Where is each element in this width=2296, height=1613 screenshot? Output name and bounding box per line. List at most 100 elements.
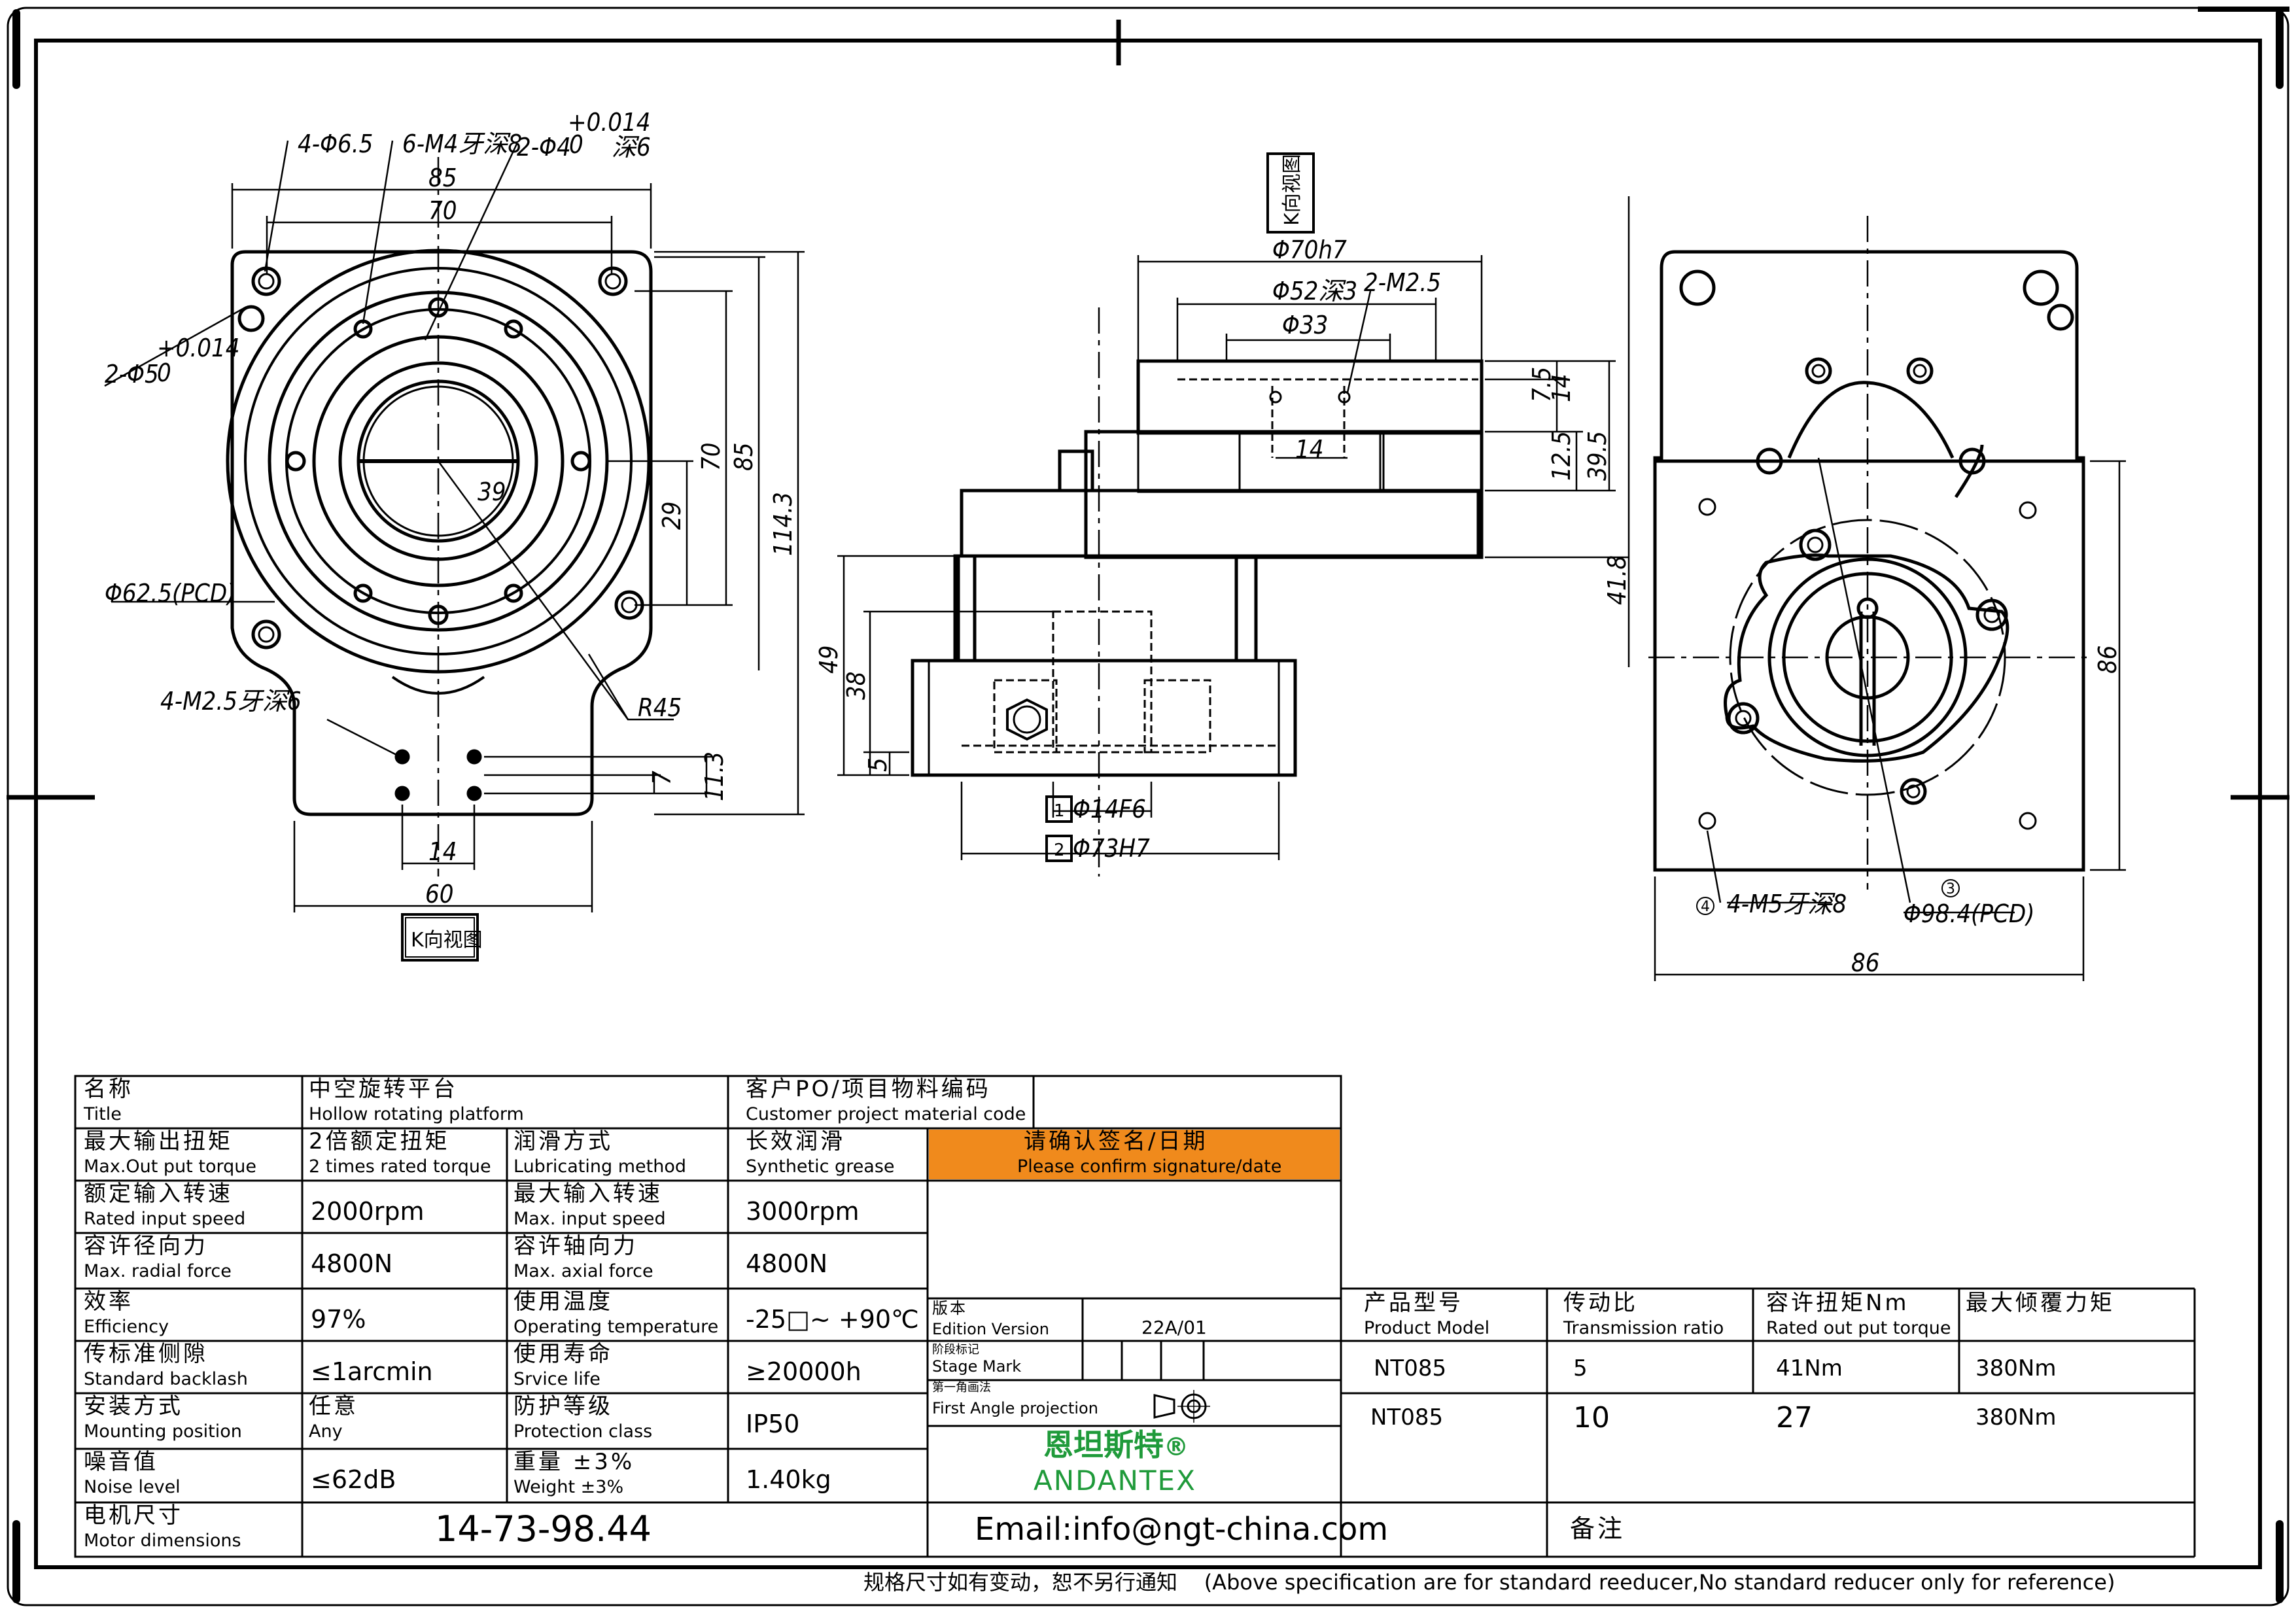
svg-text:3: 3 bbox=[1946, 881, 1955, 897]
edition-value: 22A/01 bbox=[1141, 1317, 1207, 1338]
svg-text:7: 7 bbox=[648, 771, 676, 785]
svg-text:R45: R45 bbox=[638, 693, 682, 722]
spec-label-en: Max. input speed bbox=[513, 1209, 666, 1229]
spec-label-en: Lubricating method bbox=[513, 1156, 687, 1177]
svg-text:K向视图: K向视图 bbox=[411, 929, 483, 952]
spec-value: -25□~ +90℃ bbox=[746, 1305, 919, 1334]
model-cell: 380Nm bbox=[1975, 1404, 2057, 1431]
spec-label-zh: 重量 ±3% bbox=[513, 1449, 635, 1475]
spec-value: 任意 bbox=[309, 1393, 358, 1419]
svg-text:49: 49 bbox=[814, 646, 843, 674]
spec-label-zh: 容许径向力 bbox=[84, 1233, 208, 1259]
right-view-dimensions bbox=[1648, 216, 2126, 981]
right-view bbox=[1653, 250, 2085, 872]
svg-text:86: 86 bbox=[2093, 646, 2122, 674]
model-header-en: Product Model bbox=[1364, 1318, 1490, 1338]
svg-text:+0.014: +0.014 bbox=[568, 108, 651, 137]
spec-label-zh: 最大输入转速 bbox=[513, 1181, 663, 1207]
svg-text:Φ98.4(PCD): Φ98.4(PCD) bbox=[1904, 899, 2035, 928]
spec-label-en: Protection class bbox=[513, 1421, 653, 1442]
spec-label-zh: 安装方式 bbox=[84, 1393, 183, 1419]
svg-text:1: 1 bbox=[1054, 801, 1065, 821]
spec-label-zh: 传标准侧隙 bbox=[84, 1341, 208, 1367]
top-view bbox=[226, 249, 653, 816]
title-label-en: Title bbox=[84, 1104, 122, 1124]
svg-text:4: 4 bbox=[1701, 899, 1710, 915]
customer-label-en: Customer project material code bbox=[746, 1104, 1026, 1124]
footer-disclaimer: 规格尺寸如有变动，恕不另行通知 (Above specification are… bbox=[863, 1570, 2115, 1595]
model-cell: 27 bbox=[1776, 1401, 1813, 1434]
spec-value: ≥20000h bbox=[746, 1357, 861, 1386]
spec-value: 3000rpm bbox=[746, 1197, 860, 1226]
model-header-en: Transmission ratio bbox=[1563, 1318, 1724, 1338]
model-header-en: Rated out put torque bbox=[1766, 1318, 1951, 1338]
edition-label-zh: 版本 bbox=[932, 1299, 967, 1317]
confirm-band bbox=[929, 1130, 1340, 1179]
svg-text:0: 0 bbox=[157, 358, 171, 387]
svg-text:14: 14 bbox=[428, 837, 457, 866]
spec-value: 2倍额定扭矩 bbox=[309, 1128, 450, 1154]
svg-text:K向视图: K向视图 bbox=[1281, 154, 1304, 226]
svg-text:70: 70 bbox=[428, 196, 457, 225]
spec-value: IP50 bbox=[746, 1410, 800, 1438]
svg-text:2-M2.5: 2-M2.5 bbox=[1364, 268, 1441, 297]
title-label-zh: 名称 bbox=[84, 1076, 133, 1102]
contact-email: Email:info@ngt-china.com bbox=[975, 1511, 1389, 1548]
spec-label-en: Max. radial force bbox=[84, 1261, 232, 1281]
svg-text:4-M5牙深8: 4-M5牙深8 bbox=[1727, 890, 1847, 918]
motor-label-en: Motor dimensions bbox=[84, 1531, 241, 1551]
spec-label-en: Noise level bbox=[84, 1477, 181, 1497]
spec-label-zh: 防护等级 bbox=[513, 1393, 613, 1419]
side-view-dimensions bbox=[837, 152, 1630, 876]
svg-text:0: 0 bbox=[569, 130, 583, 159]
svg-text:Φ14F6: Φ14F6 bbox=[1073, 795, 1146, 824]
side-view bbox=[911, 359, 1484, 777]
model-cell: 380Nm bbox=[1975, 1355, 2057, 1381]
svg-text:39: 39 bbox=[478, 477, 506, 506]
spec-label-zh: 额定输入转速 bbox=[84, 1181, 233, 1207]
spec-label-en: Operating temperature bbox=[513, 1317, 719, 1337]
spec-label-en: Weight ±3% bbox=[513, 1477, 624, 1497]
motor-label-zh: 电机尺寸 bbox=[84, 1502, 183, 1529]
model-cell: 5 bbox=[1573, 1355, 1588, 1381]
title-value-en: Hollow rotating platform bbox=[309, 1104, 524, 1124]
svg-text:14: 14 bbox=[1295, 435, 1324, 464]
motor-dimensions-value: 14-73-98.44 bbox=[435, 1508, 652, 1550]
brand-logo-zh: 恩坦斯特® bbox=[1043, 1427, 1189, 1463]
svg-text:Φ62.5(PCD): Φ62.5(PCD) bbox=[105, 579, 236, 608]
svg-text:Φ52深3: Φ52深3 bbox=[1272, 277, 1357, 305]
svg-text:70: 70 bbox=[697, 443, 725, 472]
svg-text:+0.014: +0.014 bbox=[157, 334, 240, 362]
spec-value: 4800N bbox=[746, 1249, 828, 1278]
model-header-zh: 传动比 bbox=[1563, 1290, 1638, 1316]
model-cell: 10 bbox=[1573, 1401, 1610, 1434]
projection-label-en: First Angle projection bbox=[932, 1399, 1098, 1417]
svg-text:60: 60 bbox=[425, 880, 454, 909]
top-view-dimensions bbox=[104, 140, 805, 912]
spec-value-en: Synthetic grease bbox=[746, 1156, 895, 1177]
spec-value: ≤1arcmin bbox=[311, 1357, 433, 1386]
spec-label-zh: 噪音值 bbox=[84, 1449, 158, 1475]
svg-text:2-Φ5: 2-Φ5 bbox=[105, 360, 159, 389]
svg-text:39.5: 39.5 bbox=[1583, 431, 1612, 481]
dimension-labels: 4-Φ6.5 6-M4牙深8 2-Φ4 +0.014 0 深6 2-Φ5 +0.… bbox=[105, 108, 2122, 977]
spec-label-en: Max. axial force bbox=[513, 1261, 653, 1281]
svg-text:深6: 深6 bbox=[612, 133, 651, 162]
svg-text:38: 38 bbox=[842, 672, 871, 701]
svg-text:5: 5 bbox=[863, 757, 892, 772]
spec-value: ≤62dB bbox=[311, 1465, 396, 1494]
spec-value-en: 2 times rated torque bbox=[309, 1156, 491, 1177]
model-header-zh: 产品型号 bbox=[1364, 1290, 1463, 1316]
spec-label-zh: 容许轴向力 bbox=[513, 1233, 638, 1259]
svg-text:12.5: 12.5 bbox=[1547, 431, 1576, 481]
svg-text:86: 86 bbox=[1851, 948, 1880, 977]
title-block-grid bbox=[74, 1075, 2196, 1558]
spec-label-zh: 润滑方式 bbox=[513, 1128, 613, 1154]
spec-label-zh: 最大输出扭矩 bbox=[84, 1128, 233, 1154]
svg-text:85: 85 bbox=[729, 443, 758, 472]
model-header-zh: 最大倾覆力矩 bbox=[1966, 1290, 2115, 1316]
remark-label: 备注 bbox=[1570, 1514, 1626, 1543]
svg-text:6-M4牙深8: 6-M4牙深8 bbox=[402, 130, 522, 158]
